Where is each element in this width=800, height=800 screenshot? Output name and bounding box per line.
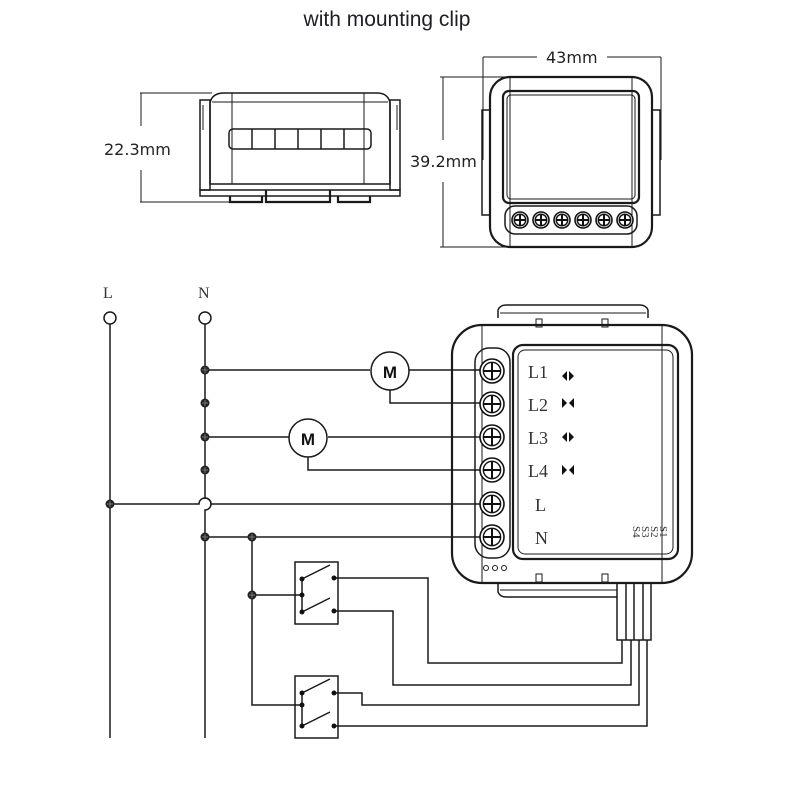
junction-dot bbox=[200, 365, 210, 375]
supply-rails: L N bbox=[103, 285, 212, 738]
side-view-drawing: 22.3mm bbox=[104, 92, 401, 204]
motor-1-label: M bbox=[383, 363, 397, 382]
neutral-terminal-icon bbox=[198, 311, 212, 325]
switch-input-s3-vert: S3 bbox=[639, 526, 651, 538]
front-terminal-screw-1 bbox=[511, 211, 529, 229]
front-terminal-screw-3 bbox=[553, 211, 571, 229]
terminal-screw-3 bbox=[479, 424, 505, 450]
line-terminal-icon bbox=[103, 311, 117, 325]
terminal-screw-4 bbox=[479, 457, 505, 483]
junction-dot bbox=[200, 432, 210, 442]
junction-dots bbox=[105, 365, 257, 600]
motor-2-label: M bbox=[301, 430, 315, 449]
terminal-screw-1 bbox=[479, 358, 505, 384]
terminal-l2-label: L2 bbox=[528, 395, 548, 415]
terminal-screw-6 bbox=[479, 524, 505, 550]
junction-dot bbox=[200, 465, 210, 475]
front-terminal-screw-5 bbox=[595, 211, 613, 229]
front-terminal-screw-6 bbox=[616, 211, 634, 229]
terminal-l1-label: L1 bbox=[528, 362, 548, 382]
open-arrows-icon bbox=[562, 432, 574, 442]
junction-dot bbox=[247, 590, 257, 600]
front-terminal-screw-2 bbox=[532, 211, 550, 229]
switch-input-s2-vert: S2 bbox=[648, 526, 660, 538]
line-supply-label: L bbox=[103, 285, 113, 302]
double-rocker-switch-1 bbox=[294, 561, 339, 625]
neutral-supply-label: N bbox=[198, 285, 210, 302]
diagram-title: with mounting clip bbox=[303, 8, 471, 31]
motor-2: M bbox=[288, 418, 328, 458]
open-arrows-icon bbox=[562, 371, 574, 381]
junction-dot bbox=[200, 532, 210, 542]
junction-dot bbox=[200, 398, 210, 408]
switch-input-s1-vert: S1 bbox=[657, 526, 669, 538]
double-rocker-switch-2 bbox=[294, 675, 339, 739]
front-height-label: 39.2mm bbox=[410, 152, 477, 171]
front-view-drawing: 43mm 39.2mm bbox=[410, 48, 662, 249]
side-height-label: 22.3mm bbox=[104, 140, 171, 159]
junction-dot bbox=[105, 499, 115, 509]
wires bbox=[110, 369, 648, 727]
terminal-screw-2 bbox=[479, 391, 505, 417]
motor-1: M bbox=[370, 351, 410, 391]
close-arrows-icon bbox=[562, 465, 574, 475]
terminal-n-label: N bbox=[535, 528, 548, 548]
front-width-label: 43mm bbox=[546, 48, 598, 67]
close-arrows-icon bbox=[562, 398, 574, 408]
front-terminal-screw-4 bbox=[574, 211, 592, 229]
switch-input-s4-vert: S4 bbox=[630, 526, 642, 538]
terminal-l3-label: L3 bbox=[528, 428, 548, 448]
junction-dot bbox=[247, 532, 257, 542]
relay-module: L1 L2 L3 L4 L N S1 S2 S3 S4 bbox=[450, 304, 694, 641]
terminal-l-label: L bbox=[535, 495, 546, 515]
terminal-l4-label: L4 bbox=[528, 461, 548, 481]
terminal-screw-5 bbox=[479, 491, 505, 517]
